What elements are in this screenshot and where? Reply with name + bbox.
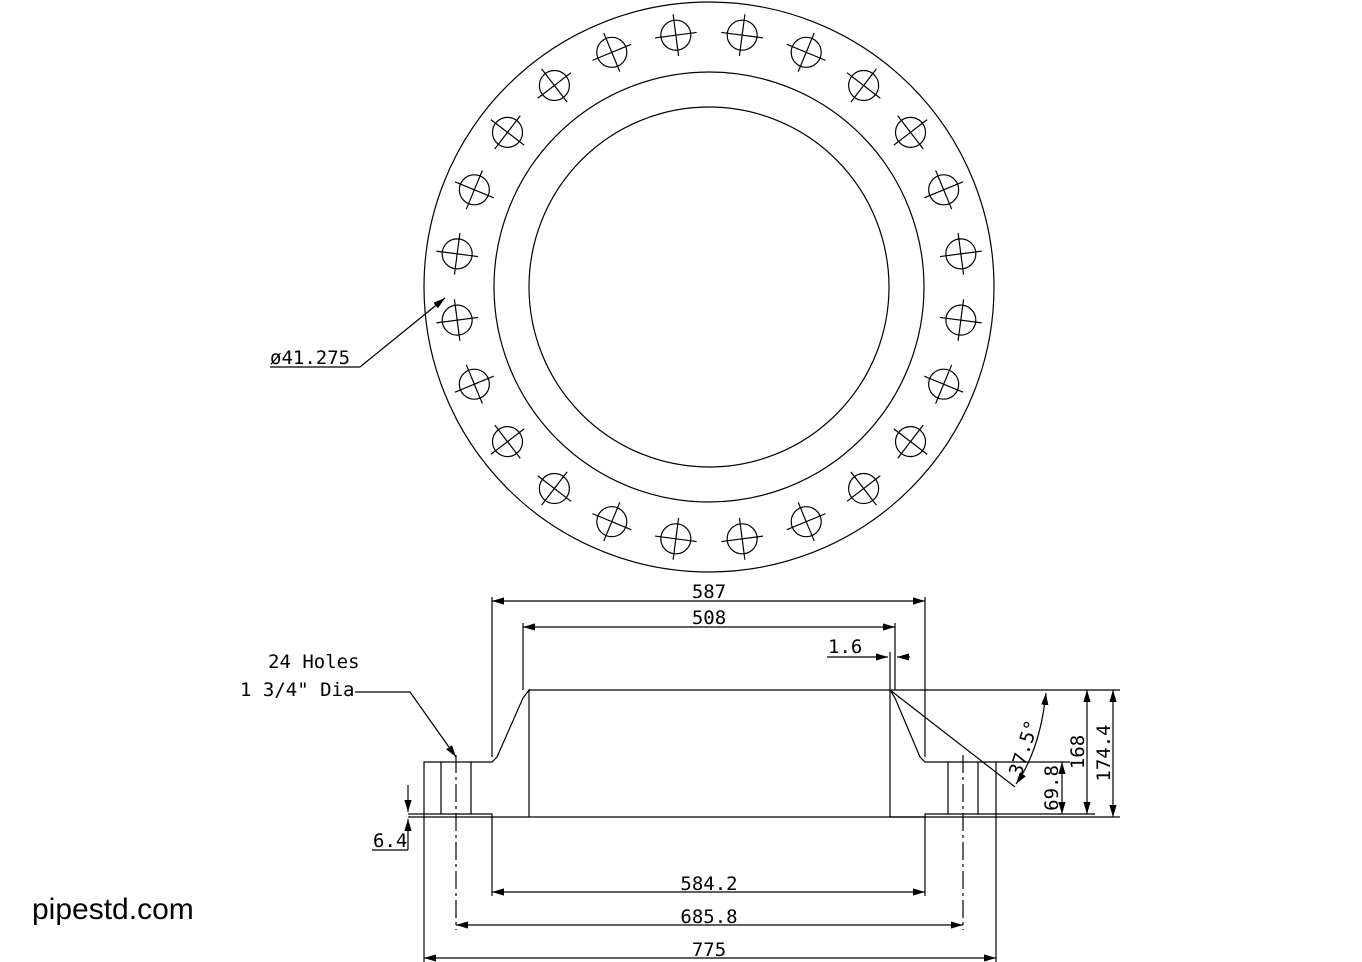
bolt-hole bbox=[454, 364, 494, 404]
dim-174-4: 174.4 bbox=[1093, 724, 1115, 781]
bolt-hole bbox=[436, 232, 479, 275]
bore-circle bbox=[528, 106, 890, 468]
bolt-hole bbox=[654, 517, 697, 560]
section-view: 587 508 1.6 584.2 685.8 775 174.4 168 69… bbox=[240, 581, 1120, 962]
bolt-hole bbox=[846, 68, 881, 103]
bolt-hole bbox=[924, 364, 964, 404]
dim-168: 168 bbox=[1067, 735, 1089, 769]
dim-69-8: 69.8 bbox=[1041, 765, 1063, 811]
bolt-hole bbox=[537, 471, 572, 506]
bolt-hole bbox=[786, 32, 826, 72]
dim-508: 508 bbox=[692, 607, 726, 629]
dim-685-8: 685.8 bbox=[680, 906, 737, 928]
bolt-hole bbox=[490, 115, 525, 150]
plan-view: ø41.275 bbox=[270, 1, 995, 573]
bolt-hole bbox=[924, 170, 964, 210]
bolt-hole bbox=[654, 14, 697, 57]
dim-584-2: 584.2 bbox=[680, 873, 737, 895]
bolt-hole bbox=[893, 424, 928, 459]
bolt-hole bbox=[786, 502, 826, 542]
bolt-hole bbox=[592, 502, 632, 542]
bolt-hole bbox=[592, 32, 632, 72]
bolt-hole bbox=[721, 14, 764, 57]
dim-1-6: 1.6 bbox=[828, 636, 862, 658]
dim-587: 587 bbox=[692, 581, 726, 603]
bolt-hole bbox=[537, 68, 572, 103]
outer-circle bbox=[423, 1, 995, 573]
bolt-hole bbox=[846, 471, 881, 506]
hub-circle bbox=[493, 71, 925, 503]
bolt-hole bbox=[490, 424, 525, 459]
watermark: pipestd.com bbox=[32, 893, 194, 926]
angle-37-5: 37.5° bbox=[1005, 718, 1044, 779]
dim-775: 775 bbox=[692, 939, 726, 961]
bolt-holes bbox=[436, 14, 982, 560]
bolt-hole bbox=[939, 299, 982, 342]
bolt-hole bbox=[721, 517, 764, 560]
bolt-hole bbox=[893, 115, 928, 150]
hole-diameter-label: ø41.275 bbox=[270, 347, 350, 369]
hole-leader bbox=[270, 297, 446, 368]
dim-6-4: 6.4 bbox=[373, 830, 407, 852]
bolt-hole bbox=[436, 299, 479, 342]
holes-label-1: 24 Holes bbox=[268, 651, 360, 673]
holes-label-2: 1 3/4" Dia bbox=[240, 679, 354, 701]
bolt-hole bbox=[939, 232, 982, 275]
bolt-hole bbox=[454, 170, 494, 210]
